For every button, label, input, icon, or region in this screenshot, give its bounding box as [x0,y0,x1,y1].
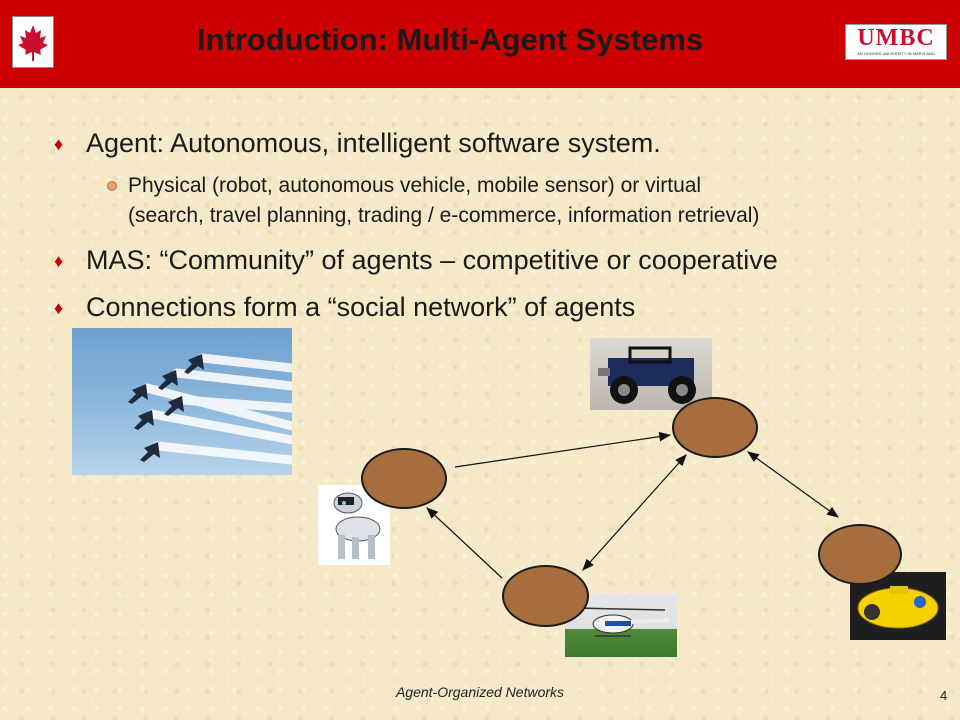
diamond-bullet-icon: ♦ [54,134,64,154]
link-top-right [747,451,839,518]
umbc-logo-text: UMBC [857,25,935,51]
agent-node-right [818,524,902,585]
diamond-bullet-icon: ♦ [54,251,64,271]
slide-title: Introduction: Multi-Agent Systems [196,22,704,57]
sub-bullet-line-2: (search, travel planning, trading / e-co… [128,204,760,227]
page-number: 4 [940,688,948,703]
umbc-logo-subtext: AN HONORS UNIVERSITY IN MARYLAND [857,51,935,56]
bullet-agent: Agent: Autonomous, intelligent software … [86,128,661,158]
link-bottom-top [582,454,687,571]
agent-node-top [672,397,758,458]
agent-node-left [361,448,447,509]
link-left-to-top [454,431,672,468]
title-bar: Introduction: Multi-Agent Systems UMBC A… [0,0,960,88]
maple-leaf-logo [12,16,54,68]
jets-image [72,328,292,475]
agent-node-bottom [502,565,589,627]
dot-bullet-icon [107,181,117,191]
bullet-mas: MAS: “Community” of agents – competitive… [86,245,778,275]
bullet-network: Connections form a “social network” of a… [86,292,636,322]
diamond-bullet-icon: ♦ [54,298,64,318]
link-bottom-to-left [426,507,503,579]
maple-leaf-icon [18,25,48,61]
umbc-logo: UMBC AN HONORS UNIVERSITY IN MARYLAND [845,24,947,60]
footer-text: Agent-Organized Networks [395,684,565,700]
jeep-image [590,338,712,410]
sub-bullet-line-1: Physical (robot, autonomous vehicle, mob… [128,174,702,197]
